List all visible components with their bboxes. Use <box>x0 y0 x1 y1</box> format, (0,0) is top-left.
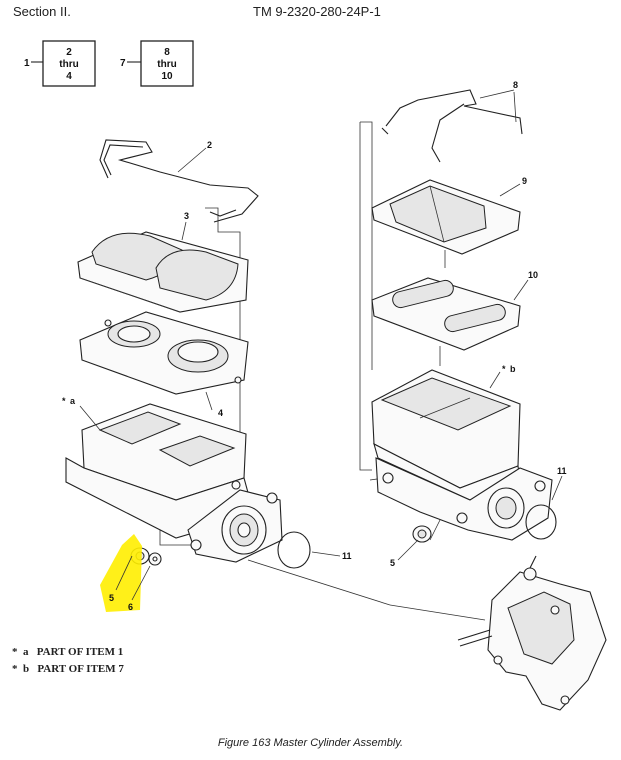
brake-booster-mount <box>457 555 607 711</box>
ref-box-item-7: 7 8 thru 10 <box>120 40 194 87</box>
reservoir-right <box>371 369 521 501</box>
callout-9: 9 <box>522 176 527 186</box>
cylinder-body-right <box>375 457 553 541</box>
leader-lines <box>79 89 563 601</box>
callout-labels: 2 3 4 * a 5 6 11 8 9 10 * b 11 5 <box>62 80 567 612</box>
note-a: * a PART OF ITEM 1 <box>12 646 124 658</box>
spring-clip-left <box>99 139 259 223</box>
o-ring-left <box>277 531 311 569</box>
gasket-right <box>371 277 521 351</box>
callout-3: 3 <box>184 211 189 221</box>
tm-number: TM 9-2320-280-24P-1 <box>253 4 381 19</box>
svg-text:2: 2 <box>66 47 72 58</box>
nut-right <box>412 525 432 543</box>
callout-star-a: * <box>62 396 66 406</box>
callout-star-b: * <box>502 364 506 374</box>
ref-box-item-1: 1 2 thru 4 <box>24 40 96 87</box>
cylinder-flange-left <box>187 480 283 563</box>
svg-text:10: 10 <box>161 71 173 82</box>
svg-text:7: 7 <box>120 58 126 69</box>
note-b: * b PART OF ITEM 7 <box>12 663 124 675</box>
reservoir-cover-left <box>77 231 249 313</box>
o-ring-right <box>525 504 557 540</box>
gasket-left <box>79 311 249 395</box>
svg-text:1: 1 <box>24 58 30 69</box>
figure-caption: Figure 163 Master Cylinder Assembly. <box>217 737 404 749</box>
callout-4: 4 <box>218 408 223 418</box>
highlight-marker <box>100 534 142 612</box>
section-label: Section II. <box>13 4 71 19</box>
callout-6: 6 <box>128 602 133 612</box>
callout-a: a <box>70 396 76 406</box>
svg-text:thru: thru <box>59 59 78 70</box>
callout-8: 8 <box>513 80 518 90</box>
spring-clip-right <box>381 89 523 163</box>
svg-text:4: 4 <box>66 71 72 82</box>
callout-2: 2 <box>207 140 212 150</box>
reservoir-cover-right <box>371 179 521 255</box>
callout-11-right: 11 <box>557 466 567 476</box>
callout-10: 10 <box>528 270 538 280</box>
callout-11-left: 11 <box>342 551 352 561</box>
svg-text:8: 8 <box>164 47 170 58</box>
callout-b: b <box>510 364 516 374</box>
svg-text:thru: thru <box>157 59 176 70</box>
callout-5-left: 5 <box>109 593 114 603</box>
callout-5-right: 5 <box>390 558 395 568</box>
